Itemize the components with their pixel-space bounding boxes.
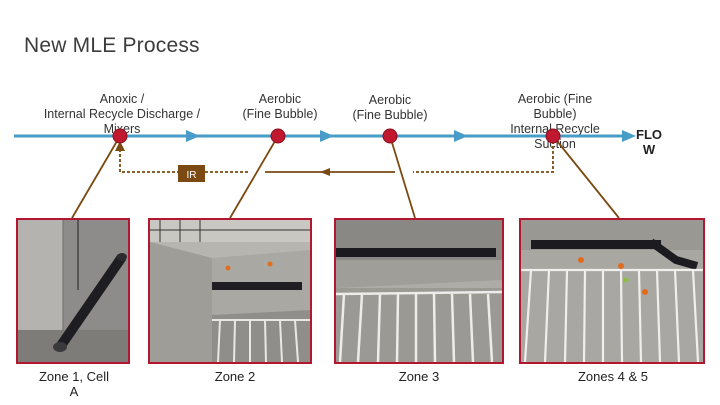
zones-4-5-photo [519, 218, 705, 364]
zone-2-photo [148, 218, 312, 364]
recycle-arrowhead-left [320, 168, 330, 176]
flow-arrowhead-1 [186, 130, 200, 142]
flow-arrowhead-3 [454, 130, 468, 142]
zone-caption-2: Zone 2 [214, 369, 256, 384]
flow-arrowhead-4 [622, 130, 636, 142]
process-label-aerobic-1: Aerobic(Fine Bubble) [242, 92, 318, 121]
zone-caption-4-5: Zones 4 & 5 [577, 369, 649, 384]
recycle-arrowhead-up [115, 141, 125, 151]
process-label-aerobic-2: Aerobic(Fine Bubble) [352, 93, 428, 122]
page-title: New MLE Process [24, 34, 200, 57]
node-aerobic-1 [270, 128, 286, 144]
zone-caption-3: Zone 3 [398, 369, 440, 384]
node-aerobic-2 [382, 128, 398, 144]
node-anoxic [112, 128, 128, 144]
recycle-label-box [178, 165, 205, 182]
zone-3-photo [334, 218, 504, 364]
zone-1-cell-a-photo [16, 218, 130, 364]
recycle-label: IR [187, 170, 197, 181]
node-aerobic-suction [545, 128, 561, 144]
flow-arrowhead-2 [320, 130, 334, 142]
photo-connectors [71, 135, 620, 219]
